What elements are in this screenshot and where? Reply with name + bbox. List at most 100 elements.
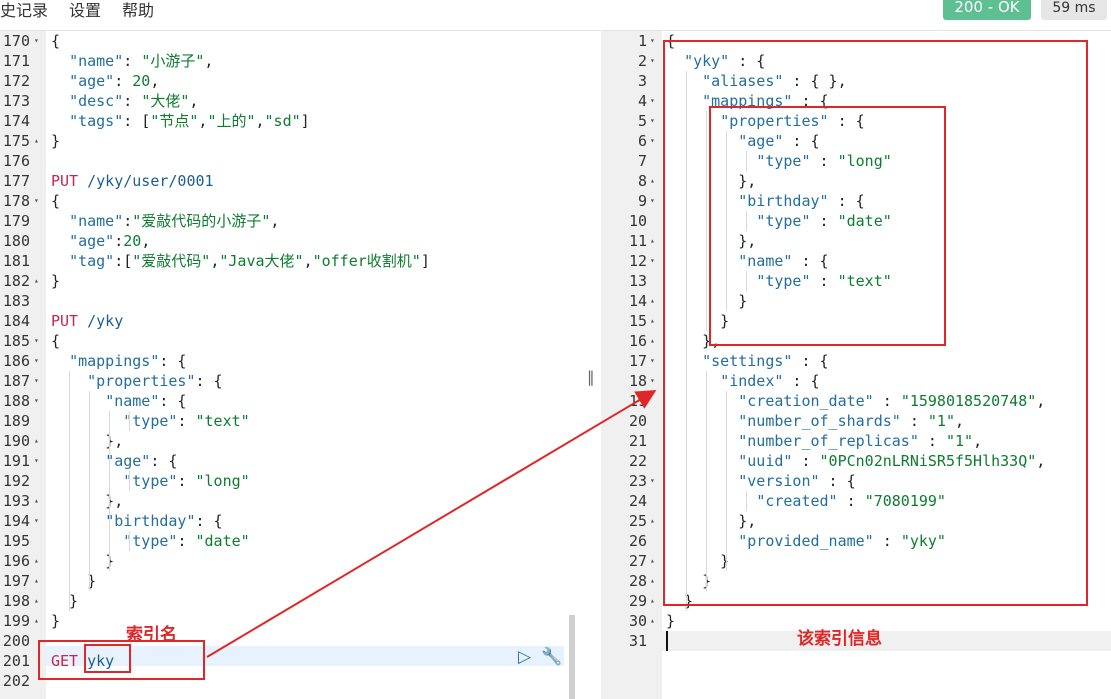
resize-handle-icon[interactable]: ‖ <box>587 368 595 386</box>
fold-arrow-icon[interactable]: ▾ <box>34 36 39 45</box>
fold-arrow-icon[interactable]: ▾ <box>650 196 655 205</box>
fold-arrow-icon[interactable]: ▾ <box>650 376 655 385</box>
fold-arrow-icon[interactable]: ▾ <box>650 476 655 485</box>
code-line[interactable]: 189 "type": "text" <box>0 411 584 431</box>
code-line[interactable]: 200 <box>0 631 584 651</box>
code-line[interactable]: 194▾ "birthday": { <box>0 511 584 531</box>
code-line[interactable]: 197▴ } <box>0 571 584 591</box>
code-line[interactable]: 181 "tag":["爱敲代码","Java大佬","offer收割机"] <box>0 251 584 271</box>
fold-arrow-icon[interactable]: ▾ <box>34 356 39 365</box>
code-line[interactable]: 183 <box>0 291 584 311</box>
code-line[interactable]: 2▾ "yky" : { <box>601 51 1111 71</box>
menu-settings[interactable]: 设置 <box>69 1 102 20</box>
code-line[interactable]: 175▴} <box>0 131 584 151</box>
code-line[interactable]: 170▾{ <box>0 31 584 51</box>
unfold-arrow-icon[interactable]: ▴ <box>650 176 655 185</box>
unfold-arrow-icon[interactable]: ▴ <box>650 616 655 625</box>
request-editor-scrollbar[interactable] <box>569 615 575 699</box>
unfold-arrow-icon[interactable]: ▴ <box>34 596 39 605</box>
code-line[interactable]: 12▾ "name" : { <box>601 251 1111 271</box>
fold-arrow-icon[interactable]: ▾ <box>650 96 655 105</box>
code-token: , <box>141 232 151 250</box>
code-line[interactable]: 9▾ "birthday" : { <box>601 191 1111 211</box>
play-icon[interactable]: ▷ <box>518 647 532 667</box>
unfold-arrow-icon[interactable]: ▴ <box>34 436 39 445</box>
code-line[interactable]: 3 "aliases" : { }, <box>601 71 1111 91</box>
line-number: 16 <box>628 332 647 350</box>
pane-divider[interactable] <box>584 31 601 699</box>
code-line[interactable]: 191▾ "age": { <box>0 451 584 471</box>
menu-help[interactable]: 帮助 <box>122 1 155 20</box>
code-line[interactable]: 178▾{ <box>0 191 584 211</box>
code-line[interactable]: 176 <box>0 151 584 171</box>
unfold-arrow-icon[interactable]: ▴ <box>650 316 655 325</box>
line-number: 3 <box>637 72 647 90</box>
code-line[interactable]: 174 "tags": ["节点","上的","sd"] <box>0 111 584 131</box>
unfold-arrow-icon[interactable]: ▴ <box>34 616 39 625</box>
fold-arrow-icon[interactable]: ▾ <box>650 36 655 45</box>
code-line[interactable]: 196▴ } <box>0 551 584 571</box>
fold-arrow-icon[interactable]: ▾ <box>650 56 655 65</box>
code-line[interactable]: 198▴ } <box>0 591 584 611</box>
wrench-icon[interactable]: 🔧 <box>541 647 563 667</box>
code-line[interactable]: 179 "name":"爱敲代码的小游子", <box>0 211 584 231</box>
fold-arrow-icon[interactable]: ▾ <box>650 356 655 365</box>
unfold-arrow-icon[interactable]: ▴ <box>650 336 655 345</box>
fold-arrow-icon[interactable]: ▾ <box>650 136 655 145</box>
code-line[interactable]: 187▾ "properties": { <box>0 371 584 391</box>
code-line[interactable]: 192 "type": "long" <box>0 471 584 491</box>
unfold-arrow-icon[interactable]: ▴ <box>34 496 39 505</box>
fold-arrow-icon[interactable]: ▾ <box>34 336 39 345</box>
code-line[interactable]: 173 "desc": "大佬", <box>0 91 584 111</box>
request-editor[interactable]: 170▾{171 "name": "小游子",172 "age": 20,173… <box>0 31 584 699</box>
code-token: "小游子" <box>141 52 205 70</box>
code-line[interactable]: 7 "type" : "long" <box>601 151 1111 171</box>
code-line[interactable]: 171 "name": "小游子", <box>0 51 584 71</box>
code-line[interactable]: 172 "age": 20, <box>0 71 584 91</box>
unfold-arrow-icon[interactable]: ▴ <box>34 136 39 145</box>
code-line[interactable]: 193▴ }, <box>0 491 584 511</box>
unfold-arrow-icon[interactable]: ▴ <box>650 296 655 305</box>
code-line[interactable]: 8▴ }, <box>601 171 1111 191</box>
unfold-arrow-icon[interactable]: ▴ <box>650 576 655 585</box>
code-line[interactable]: 11▴ }, <box>601 231 1111 251</box>
fold-arrow-icon[interactable]: ▾ <box>650 116 655 125</box>
unfold-arrow-icon[interactable]: ▴ <box>34 276 39 285</box>
code-line[interactable]: 186▾ "mappings": { <box>0 351 584 371</box>
code-token: "1" <box>927 412 955 430</box>
fold-arrow-icon[interactable]: ▾ <box>34 456 39 465</box>
unfold-arrow-icon[interactable]: ▴ <box>650 596 655 605</box>
code-line[interactable]: 5▾ "properties" : { <box>601 111 1111 131</box>
code-line[interactable]: 182▴} <box>0 271 584 291</box>
code-line[interactable]: 14▴ } <box>601 291 1111 311</box>
code-line[interactable]: 202 <box>0 671 584 691</box>
menu-history[interactable]: 史记录 <box>0 1 49 20</box>
code-line[interactable]: 190▴ }, <box>0 431 584 451</box>
code-line[interactable]: 17▾ "settings" : { <box>601 351 1111 371</box>
code-line[interactable]: 13 "type" : "text" <box>601 271 1111 291</box>
code-line[interactable]: 10 "type" : "date" <box>601 211 1111 231</box>
code-line[interactable]: 195 "type": "date" <box>0 531 584 551</box>
unfold-arrow-icon[interactable]: ▴ <box>650 556 655 565</box>
code-line[interactable]: 6▾ "age" : { <box>601 131 1111 151</box>
code-line[interactable]: 15▴ } <box>601 311 1111 331</box>
fold-arrow-icon[interactable]: ▾ <box>34 376 39 385</box>
code-line[interactable]: 18▾ "index" : { <box>601 371 1111 391</box>
unfold-arrow-icon[interactable]: ▴ <box>650 516 655 525</box>
code-line[interactable]: 180 "age":20, <box>0 231 584 251</box>
code-line[interactable]: 199▴} <box>0 611 584 631</box>
line-number: 190 <box>2 432 30 450</box>
fold-arrow-icon[interactable]: ▾ <box>34 396 39 405</box>
fold-arrow-icon[interactable]: ▾ <box>34 516 39 525</box>
fold-arrow-icon[interactable]: ▾ <box>34 196 39 205</box>
unfold-arrow-icon[interactable]: ▴ <box>34 556 39 565</box>
unfold-arrow-icon[interactable]: ▴ <box>650 236 655 245</box>
unfold-arrow-icon[interactable]: ▴ <box>34 576 39 585</box>
code-line[interactable]: 185▾{ <box>0 331 584 351</box>
code-line[interactable]: 188▾ "name": { <box>0 391 584 411</box>
fold-arrow-icon[interactable]: ▾ <box>650 256 655 265</box>
code-line[interactable]: 4▾ "mappings" : { <box>601 91 1111 111</box>
